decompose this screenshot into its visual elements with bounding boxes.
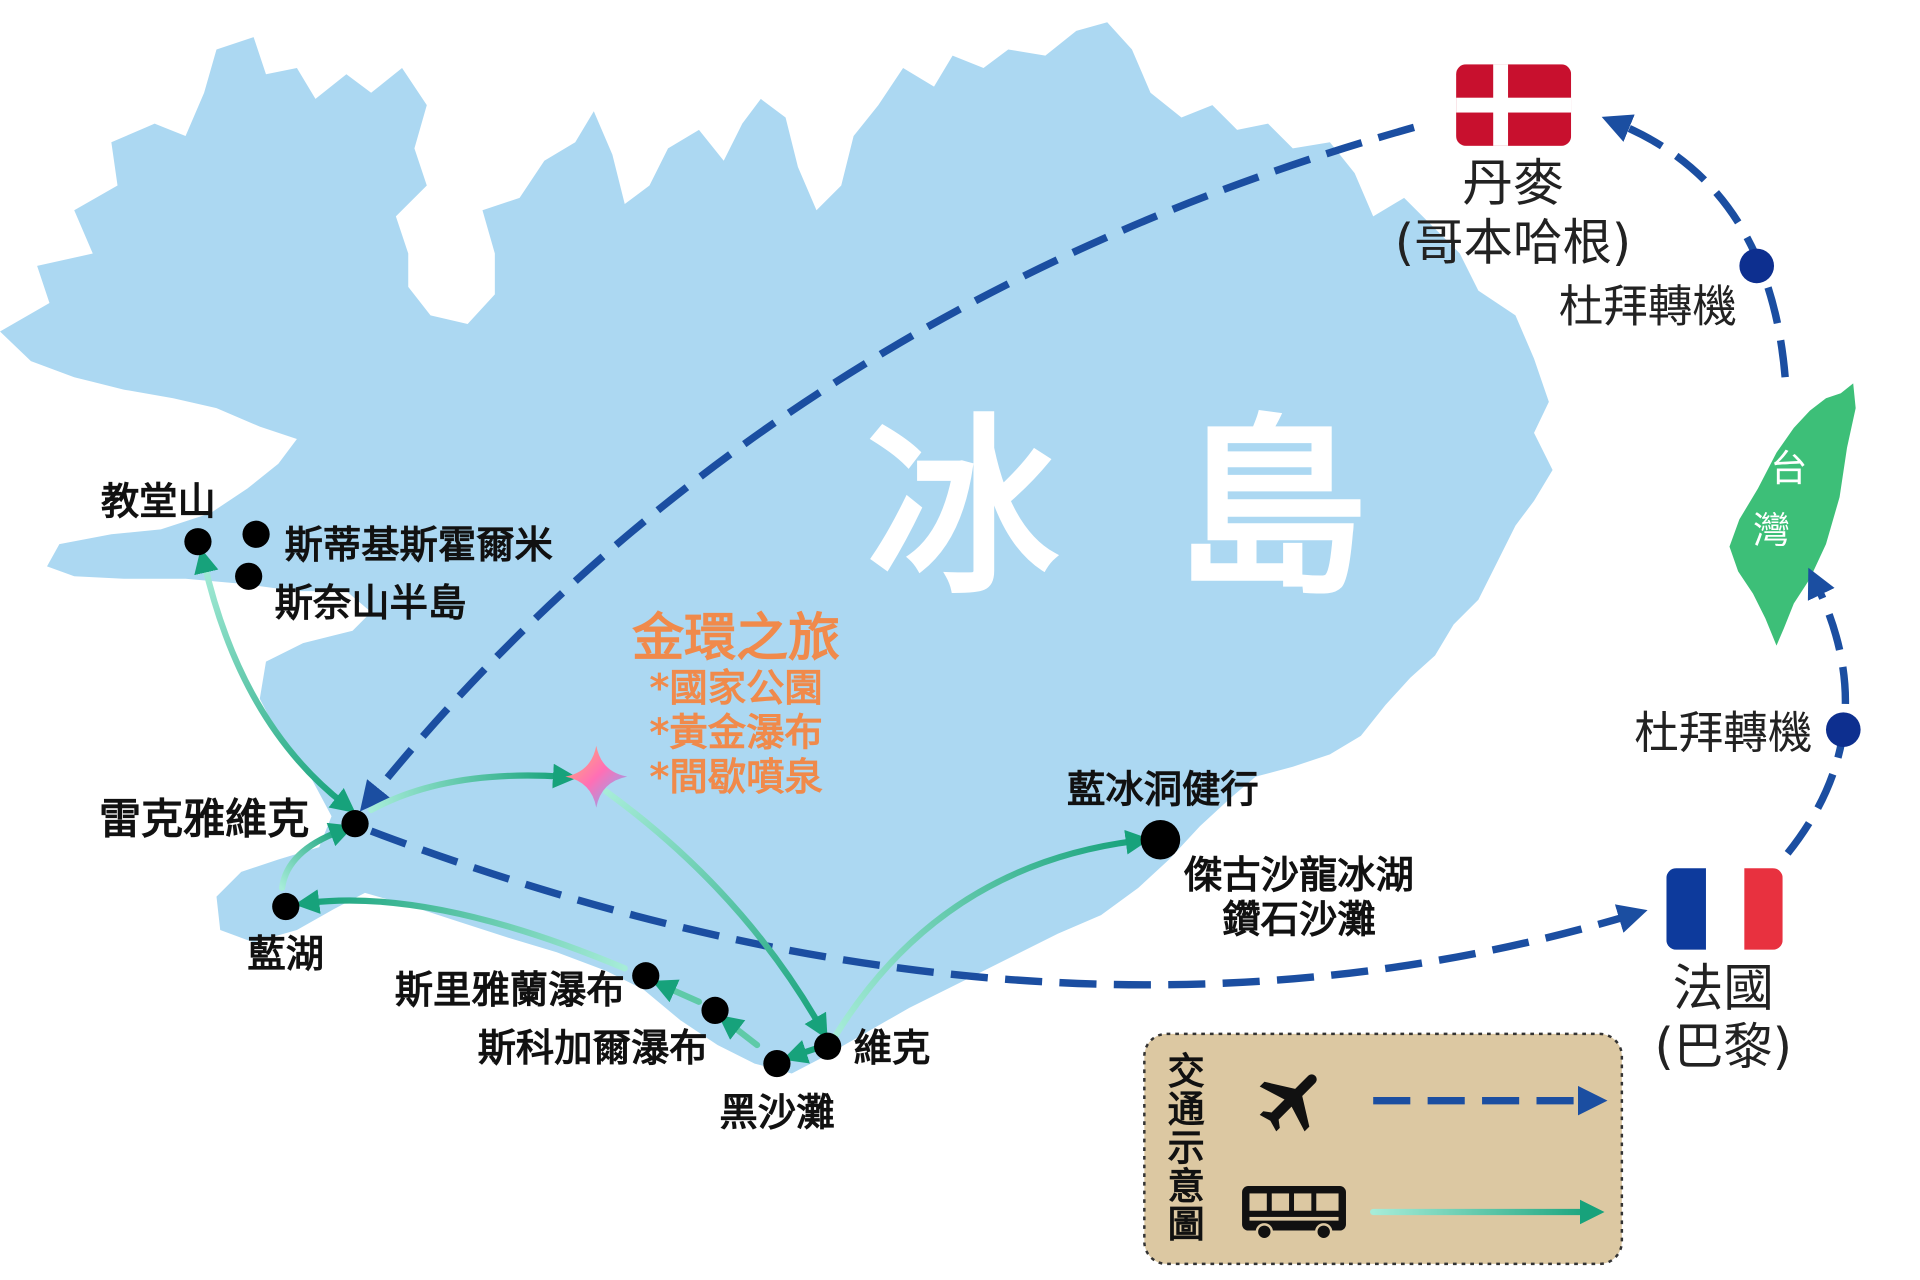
location-dot-reykjavik [341,810,369,838]
bus-route-skogafoss-seljalandsfoss [652,979,703,1005]
label-blue-lagoon: 藍湖 [247,932,324,977]
location-dot-snaefellsnes [235,562,263,590]
legend: 交通示意圖 [1143,1032,1624,1266]
bus-route-seljalandsfoss-blue-lagoon [294,889,628,972]
country-title-char-2: 島 [1176,398,1368,621]
bus-icon-stripe [1249,1216,1339,1221]
bus-icon-window [1294,1193,1312,1211]
france-label: 法國 [1673,958,1774,1017]
label-snaefellsnes: 斯奈山半島 [275,581,467,626]
golden-circle-title: 金環之旅 [631,608,840,668]
label-diamond-beach: 鑽石沙灘 [1222,897,1375,942]
label-vik: 維克 [854,1026,931,1071]
golden-circle-item: *黃金瀑布 [649,711,822,756]
golden-circle-item: *間歇噴泉 [649,755,823,800]
bus-icon-wheel [1315,1223,1333,1241]
label-seljalandsfoss: 斯里雅蘭瀑布 [395,968,625,1013]
denmark-label: 丹麥 [1462,153,1563,212]
flight-route-denmark-reykjavik [359,123,1416,812]
location-dot-blue-lagoon [272,892,300,921]
bus-icon-window [1249,1193,1267,1211]
location-dot-church-mountain [184,528,212,556]
legend-title: 交通示意圖 [1161,1050,1205,1243]
legend-box [1143,1032,1624,1266]
france-flag-icon [1666,868,1783,950]
golden-circle-star-icon [565,745,628,808]
airplane-icon [1259,1074,1317,1132]
bus-route-vik-ice-cave [831,829,1151,1040]
location-dot-black-sand-beach [763,1049,791,1078]
bus-icon-wheel [1255,1223,1273,1241]
transit-label-dubai-2: 杜拜轉機 [1634,708,1812,759]
transit-dot-dubai-2 [1825,712,1861,747]
bus-icon [1242,1186,1346,1241]
bus-icon-window [1271,1193,1290,1211]
france-flag-blue [1666,868,1706,950]
flight-route-taiwan-denmark [1601,114,1789,378]
location-dot-stykkisholmur [242,520,270,548]
airplane-icon-shape [1259,1074,1317,1132]
taiwan-landmass [1729,383,1856,646]
transit-label-dubai-1: 杜拜轉機 [1559,282,1737,333]
flight-route-reykjavik-france [369,827,1648,989]
location-dot-vik [814,1032,842,1060]
location-dot-skogafoss [701,996,729,1024]
transit-dot-dubai-1 [1739,248,1775,284]
label-ice-cave: 藍冰洞健行 [1067,768,1259,813]
golden-circle-item: *國家公園 [649,666,822,711]
paris-label: (巴黎) [1655,1018,1793,1076]
label-jokulsarlon: 傑古沙龍冰湖 [1183,853,1414,898]
label-skogafoss: 斯科加爾瀑布 [478,1026,708,1071]
label-reykjavik: 雷克雅維克 [99,795,309,844]
label-church-mountain: 教堂山 [101,479,216,524]
bus-icon-window [1316,1193,1339,1211]
location-dot-ice-cave [1140,819,1181,860]
taiwan-label-char-1: 台 [1770,447,1807,490]
bus-route-blue-lagoon-reykjavik [278,822,355,892]
bus-route-church-reykjavik [194,548,356,814]
france-flag-red [1744,868,1783,950]
location-dot-seljalandsfoss [632,962,660,990]
label-black-sand-beach: 黑沙灘 [719,1090,834,1135]
taiwan-label-char-2: 灣 [1753,509,1790,552]
france-flag-white [1705,868,1745,950]
bus-route-golden-circle-vik [603,788,828,1040]
copenhagen-label: (哥本哈根) [1395,214,1632,272]
denmark-flag-icon [1456,64,1572,146]
denmark-flag-cross-horizontal [1456,97,1572,113]
bus-route-black-sand-skogafoss [718,1014,761,1049]
bus-route-reykjavik-golden-circle [368,763,578,814]
label-stykkisholmur: 斯蒂基斯霍爾米 [285,523,554,568]
country-title-char-1: 冰 [867,398,1060,621]
